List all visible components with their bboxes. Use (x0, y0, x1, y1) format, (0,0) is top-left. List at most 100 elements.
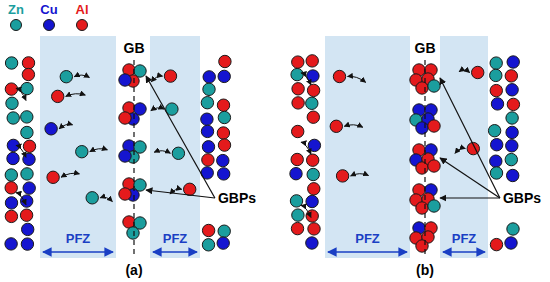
diffusion-arrow (301, 73, 311, 85)
atom (490, 57, 502, 69)
leader-line (440, 78, 500, 198)
atom (22, 68, 34, 80)
atom (505, 237, 517, 249)
atom (333, 70, 345, 82)
atom (416, 202, 428, 214)
atom (292, 125, 304, 137)
legend-text: Zn (8, 2, 24, 17)
atom (76, 146, 88, 158)
atom (164, 70, 176, 82)
atom (5, 238, 17, 250)
atom (292, 209, 304, 221)
atom (45, 123, 57, 135)
atom (290, 195, 302, 207)
atom (218, 225, 230, 237)
leader-line (440, 197, 500, 198)
atom (507, 56, 519, 68)
atom (203, 71, 215, 83)
pfz-region: PFZ (40, 36, 116, 258)
atom (218, 111, 230, 123)
atom (491, 139, 503, 151)
atom (308, 183, 320, 195)
atom (5, 57, 17, 69)
legend-swatch (10, 19, 22, 31)
pfz-band (150, 36, 200, 258)
pfz-label: PFZ (163, 231, 188, 246)
atom (491, 98, 503, 110)
atom (292, 83, 304, 95)
atom (22, 57, 34, 69)
atom (306, 195, 318, 207)
diffusion-arrow (348, 76, 366, 82)
atom (5, 83, 17, 95)
atom (217, 154, 229, 166)
atom (201, 125, 213, 137)
atom (307, 168, 319, 180)
figure-label: GBPs (503, 190, 541, 206)
atom (22, 223, 34, 235)
atom (307, 111, 319, 123)
pfz-label: PFZ (452, 231, 477, 246)
atom (119, 74, 131, 86)
atom (472, 66, 484, 78)
atom (127, 227, 139, 239)
atom (219, 55, 231, 67)
atom (119, 188, 131, 200)
pfz-band (440, 36, 488, 258)
width-arrow (328, 251, 407, 253)
atom (201, 97, 213, 109)
atom (416, 240, 428, 252)
atom (490, 167, 502, 179)
figure-label: GB (415, 40, 436, 56)
atom (416, 162, 428, 174)
diffusion-arrow (151, 108, 164, 111)
atom (21, 168, 33, 180)
atom (21, 82, 33, 94)
atom (505, 153, 517, 165)
atom (416, 122, 428, 134)
atom (21, 126, 33, 138)
atom (5, 182, 17, 194)
atom (506, 112, 518, 124)
atom (52, 90, 64, 102)
atom (308, 139, 320, 151)
diffusion-arrow (16, 145, 26, 157)
atom (119, 112, 131, 124)
atom (20, 209, 32, 221)
atom (5, 210, 17, 222)
atom (5, 169, 17, 181)
diffusion-arrow (59, 124, 73, 129)
legend-text: Cu (40, 2, 57, 17)
atom (47, 171, 59, 183)
atom (23, 140, 35, 152)
pfz-region: PFZ (325, 36, 410, 258)
leader-line (440, 158, 500, 198)
diffusion-arrow (154, 151, 170, 154)
atom (306, 55, 318, 67)
atom (428, 80, 440, 92)
atom (490, 238, 502, 250)
atom (307, 84, 319, 96)
atom (86, 192, 98, 204)
legend-text: Al (76, 2, 89, 17)
atom (291, 222, 303, 234)
atom (290, 168, 302, 180)
atom (428, 160, 440, 172)
leader-line (146, 76, 215, 198)
atom (218, 70, 230, 82)
diffusion-arrow (455, 148, 465, 153)
width-arrow (443, 251, 485, 253)
atom (7, 112, 19, 124)
pfz-region: PFZ (150, 36, 200, 258)
atom (416, 82, 428, 94)
atom (21, 111, 33, 123)
atom (202, 141, 214, 153)
atom (330, 120, 342, 132)
atoms (5, 55, 520, 253)
figure-label: (a) (125, 262, 142, 278)
diffusion-arrows (16, 70, 470, 217)
atom (172, 147, 184, 159)
atom (306, 237, 318, 249)
atom (203, 83, 215, 95)
